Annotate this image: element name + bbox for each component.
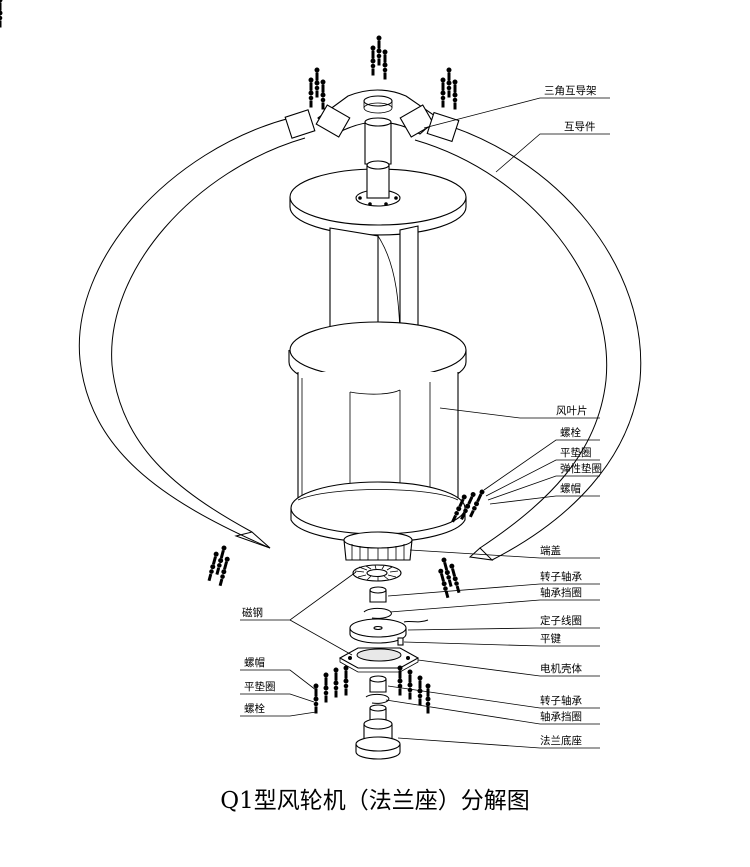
stator-coil: [349, 618, 429, 644]
label-bolt-left: 螺栓: [244, 702, 265, 715]
leader-lines: [240, 97, 610, 749]
label-spring-washer: 弹性垫圈: [560, 462, 602, 475]
label-motor-housing: 电机壳体: [540, 662, 582, 675]
frame-plate-left: [284, 109, 316, 139]
flat-key: [397, 637, 404, 646]
label-rotor-bearing-top: 转子轴承: [540, 570, 582, 583]
bearing-ring-top: [363, 607, 392, 619]
rotor-bearing-bottom: [369, 675, 387, 693]
frame-plate-right: [426, 111, 460, 143]
flange-base: [355, 704, 401, 760]
blade-assembly: [288, 225, 467, 543]
frame-plate-mid-left: [315, 104, 351, 138]
part-labels: 三角互导架 互导件 风叶片 螺栓 平垫圈 弹性垫圈 螺帽 端盖 转子轴承 轴承挡…: [242, 85, 602, 747]
bearing-ring-bottom: [365, 693, 390, 704]
label-flat-key: 平键: [540, 632, 561, 645]
label-nut-left: 螺帽: [244, 656, 265, 669]
bolt-stacks-top: [0, 0, 458, 110]
label-link-piece: 互导件: [564, 121, 596, 133]
end-cover: [343, 531, 413, 561]
upper-disc: [289, 160, 467, 236]
label-flat-washer-right: 平垫圈: [560, 446, 592, 459]
label-nut-right: 螺帽: [560, 482, 581, 495]
motor-housing: [338, 647, 420, 673]
label-bearing-ring-bottom: 轴承挡圈: [540, 710, 582, 723]
link-arm-right: [414, 119, 642, 561]
diagram-title: Q1型风轮机（法兰座）分解图: [220, 788, 530, 814]
label-blade: 风叶片: [556, 404, 588, 417]
label-bearing-ring-top: 轴承挡圈: [540, 586, 582, 599]
label-flange-base: 法兰底座: [540, 734, 582, 747]
rotor-bearing-top: [369, 586, 387, 603]
frame-plate-mid-right: [399, 104, 435, 138]
label-flat-washer-left: 平垫圈: [244, 680, 276, 693]
label-triangle-frame: 三角互导架: [544, 85, 597, 97]
label-stator-coil: 定子线圈: [540, 614, 582, 627]
magnet-ring: [352, 564, 402, 582]
link-arm-left: [78, 117, 306, 549]
triangle-frame: [284, 89, 460, 165]
label-magnet: 磁钢: [242, 606, 263, 619]
label-rotor-bearing-bottom: 转子轴承: [540, 694, 582, 707]
label-end-cover: 端盖: [540, 544, 561, 557]
label-bolt-right: 螺栓: [560, 426, 581, 439]
